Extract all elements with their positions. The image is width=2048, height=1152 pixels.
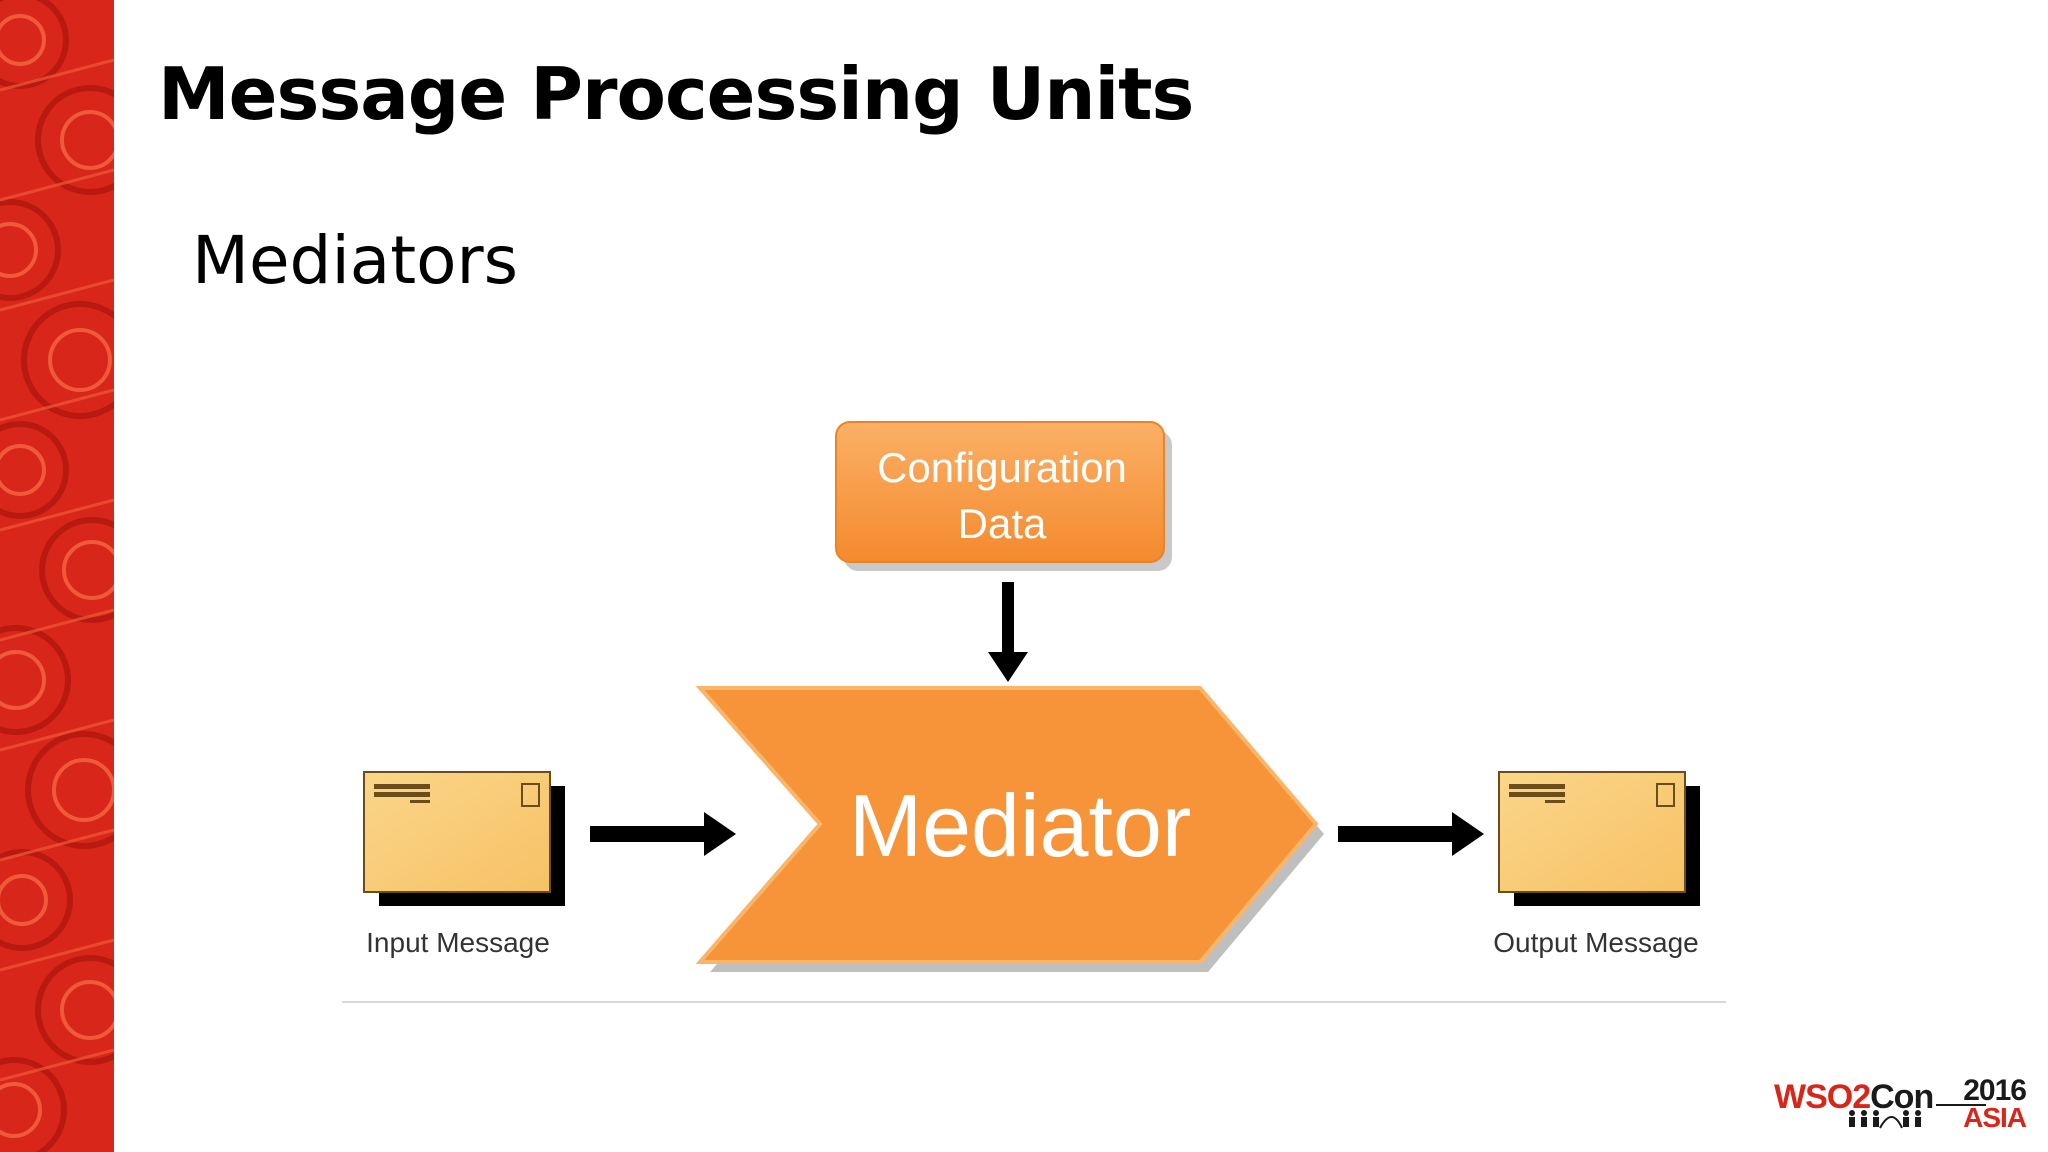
config-box-line1: Configuration (877, 444, 1127, 491)
mediator-label: Mediator (849, 776, 1191, 875)
people-icon (1849, 1110, 1921, 1129)
input-message-envelope-icon (363, 771, 565, 906)
output-arrow-icon (1338, 812, 1484, 856)
slide-title: Message Processing Units (158, 52, 1194, 136)
logo-region: ASIA (1963, 1102, 2027, 1133)
decorative-pattern (0, 0, 114, 1152)
logo-rule (1936, 1104, 1986, 1106)
event-logo: WSO2Con 2016 ASIA (1774, 1072, 2030, 1134)
config-box-line2: Data (958, 500, 1047, 547)
logo-brand-part2: Con (1870, 1078, 1934, 1116)
configuration-data-box: Configuration Data (835, 421, 1172, 571)
decorative-side-strip (0, 0, 114, 1152)
output-message-envelope-icon (1498, 771, 1700, 906)
logo-brand-part1: WSO2 (1774, 1078, 1871, 1116)
logo-year: 2016 (1963, 1074, 2027, 1107)
output-message-label: Output Message (1493, 927, 1698, 958)
down-arrow-icon (988, 582, 1028, 682)
slide-subtitle: Mediators (192, 222, 519, 299)
logo-brand: WSO2Con (1774, 1078, 1934, 1117)
mediator-chevron: Mediator (695, 686, 1324, 972)
diagram-divider (342, 1001, 1726, 1003)
input-message-label: Input Message (366, 927, 550, 958)
input-arrow-icon (590, 812, 736, 856)
